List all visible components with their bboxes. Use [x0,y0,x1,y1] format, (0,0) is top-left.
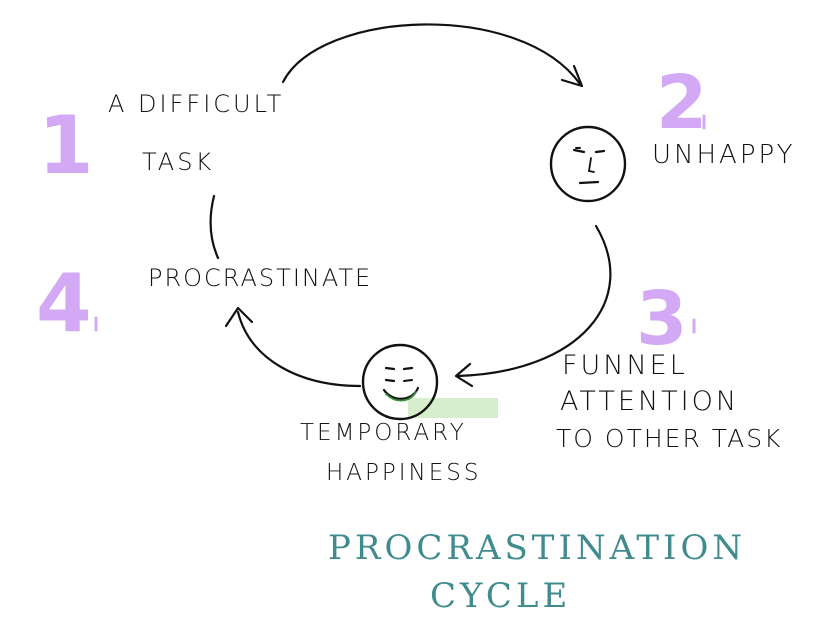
highlight-mark [408,398,498,418]
line-procrastinate-to-task [209,194,220,260]
step-number-4: 4 [36,257,92,350]
step-3-label-line2: Attention [560,386,740,417]
happiness-label-line2: Happiness [326,460,482,486]
step-2-label: Unhappy [652,140,796,170]
arrowhead-happiness-to-procrastinate [224,306,254,328]
unhappy-face-icon [549,125,627,203]
diagram-title-line2: Cycle [430,576,572,616]
step-number-2: 2 [656,60,708,146]
step-3-label-line3: To other Task [556,424,783,453]
step-3-label-line1: Funnel [562,350,688,381]
arrow-happiness-to-procrastinate [236,310,362,388]
arrow-unhappy-to-happiness [456,224,612,378]
step-number-1: 1 [38,99,94,192]
arrowhead-task-to-unhappy [560,64,584,88]
step-4-label: Procrastinate [148,264,373,292]
step-1-label-line1: A Difficult [108,90,285,118]
happiness-label-line1: Temporary [300,420,467,446]
diagram-title-line1: Procrastination [328,528,747,568]
happy-face-icon [361,343,439,421]
arrow-task-to-unhappy [281,23,582,86]
step-number-3: 3 [636,276,688,362]
arrowhead-unhappy-to-happiness [454,362,474,388]
step-1-label-line2: Task [142,148,215,176]
